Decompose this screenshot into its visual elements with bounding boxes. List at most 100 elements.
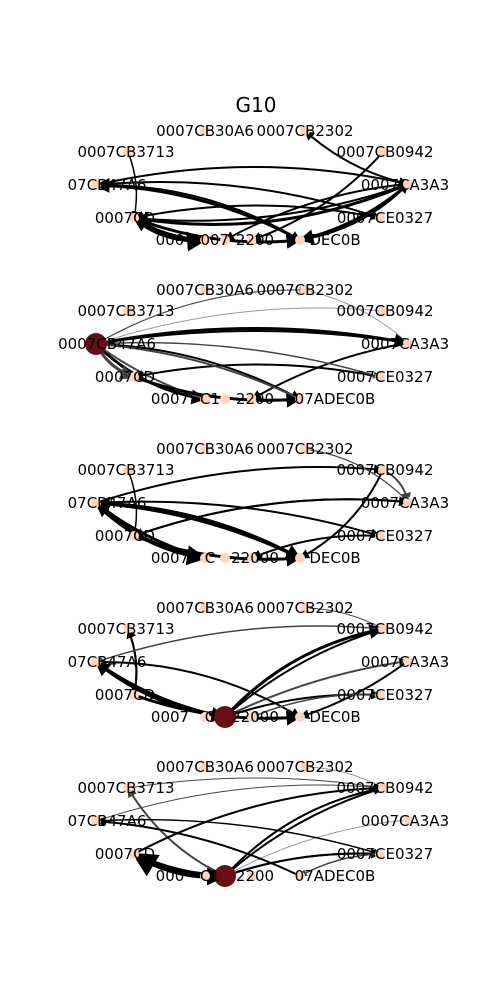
node-label-u3: 2200: [236, 231, 274, 249]
edge-b0942-to-u2: [224, 628, 384, 718]
edge-a3a3-to-dd: [133, 498, 409, 538]
node-b47a6: [85, 333, 107, 355]
node-label-a3a3: 0007CA3A3: [361, 812, 449, 830]
node-a3a3: [403, 179, 413, 189]
node-label-u2: 0007: [191, 231, 229, 249]
node-b2302: [300, 444, 310, 454]
node-dd: [129, 372, 139, 382]
node-label-dec0b: DEC0B: [309, 549, 360, 567]
node-label-u1: 0007: [151, 390, 189, 408]
node-label-b0942: 0007CB0942: [336, 620, 433, 638]
node-b2302: [300, 126, 310, 136]
node-label-b3713: 0007CB3713: [77, 620, 174, 638]
node-label-a30a6: 0007CB30A6: [156, 122, 254, 140]
node-label-u2: C: [205, 708, 215, 726]
node-label-u2: C1: [200, 390, 220, 408]
node-a3a3: [403, 815, 413, 825]
node-label-e0327: 0007CE0327: [337, 368, 433, 386]
edge-u2-to-a3a3: [224, 657, 409, 718]
edge-b47a6-to-e0327: [95, 341, 381, 379]
edge-b3713-to-b0942: [127, 777, 384, 790]
node-label-dd: 0007CD: [95, 209, 155, 227]
node-u1: [200, 235, 210, 245]
node-b47a6: [91, 498, 101, 508]
node-label-b0942: 0007CB0942: [336, 302, 433, 320]
node-b2302: [300, 603, 310, 613]
node-label-u2: C: [205, 549, 215, 567]
node-a30a6: [200, 285, 210, 295]
node-label-b0942: 0007CB0942: [336, 143, 433, 161]
edge-u2-to-b0942: [223, 624, 385, 719]
node-u3: [247, 235, 257, 245]
node-a30a6: [200, 126, 210, 136]
edges-group: [94, 448, 412, 567]
node-label-u3: 2200: [236, 390, 274, 408]
node-dd: [129, 690, 139, 700]
edge-a3a3-to-u2: [224, 183, 409, 241]
node-u2: [214, 706, 236, 728]
node-label-dec0b: 07ADEC0B: [295, 390, 376, 408]
node-dec0b: [295, 553, 305, 563]
node-label-b3713: 0007CB3713: [77, 779, 174, 797]
edges-group: [94, 286, 410, 408]
node-label-u3: 22000: [231, 708, 279, 726]
node-e0327: [375, 531, 385, 541]
node-b3713: [123, 147, 133, 157]
node-u1: [200, 394, 210, 404]
node-label-b47a6: 0007CB47A6: [58, 335, 156, 353]
edge-dd-to-a3a3: [133, 182, 409, 222]
node-dd: [129, 849, 139, 859]
node-b47a6: [91, 180, 101, 190]
node-label-a30a6: 0007CB30A6: [156, 758, 254, 776]
node-dec0b: [295, 871, 305, 881]
node-label-a3a3: 0007CA3A3: [361, 494, 449, 512]
edge-dec0b-to-b47a6: [95, 816, 301, 877]
node-label-b2302: 0007CB2302: [256, 122, 353, 140]
node-e0327: [375, 213, 385, 223]
edge-b2302-to-b0942: [304, 607, 384, 630]
node-label-e0327: 0007CE0327: [337, 686, 433, 704]
edge-e0327-to-dd: [133, 363, 381, 381]
edge-a3a3-to-u2: [224, 819, 409, 877]
edge-b47a6-to-dec0b: [95, 660, 301, 718]
node-label-u1: 0007: [151, 708, 189, 726]
node-label-dec0b: DEC0B: [309, 231, 360, 249]
edge-b0942-to-u2: [224, 787, 384, 877]
node-label-dd: 0007CD: [95, 686, 155, 704]
node-label-b2302: 0007CB2302: [256, 599, 353, 617]
node-dec0b: [295, 712, 305, 722]
node-label-u1: 000: [156, 231, 185, 249]
node-label-u3: 22000: [231, 549, 279, 567]
node-label-dec0b: DEC0B: [309, 708, 360, 726]
node-dd: [129, 531, 139, 541]
edge-b47a6-to-e0327: [95, 818, 381, 856]
node-b47a6: [91, 657, 101, 667]
edge-dec0b-to-b47a6: [95, 339, 301, 400]
edge-a3a3-to-dec0b: [299, 660, 409, 719]
edge-b3713-to-dd: [127, 151, 140, 219]
edge-e0327-to-u2: [224, 852, 381, 878]
node-u1: [200, 871, 210, 881]
node-b3713: [123, 624, 133, 634]
node-label-dd: 0007CD: [95, 527, 155, 545]
node-label-e0327: 0007CE0327: [337, 209, 433, 227]
node-u3: [247, 871, 257, 881]
node-label-a3a3: 0007CA3A3: [361, 653, 449, 671]
node-dec0b: [295, 235, 305, 245]
edge-u2-to-b0942: [224, 784, 384, 877]
node-b0942: [378, 783, 388, 793]
edge-u1-to-b47a6: [95, 343, 206, 400]
node-u2: [220, 394, 230, 404]
edge-u2-to-b3713: [127, 787, 226, 877]
node-label-a30a6: 0007CB30A6: [156, 440, 254, 458]
node-b3713: [123, 783, 133, 793]
node-a30a6: [200, 603, 210, 613]
edge-a3a3-to-b47a6: [95, 330, 409, 348]
node-u1: [200, 712, 210, 722]
node-a3a3: [403, 497, 413, 507]
edge-e0327-to-u3: [251, 534, 381, 560]
node-label-b2302: 0007CB2302: [256, 440, 353, 458]
